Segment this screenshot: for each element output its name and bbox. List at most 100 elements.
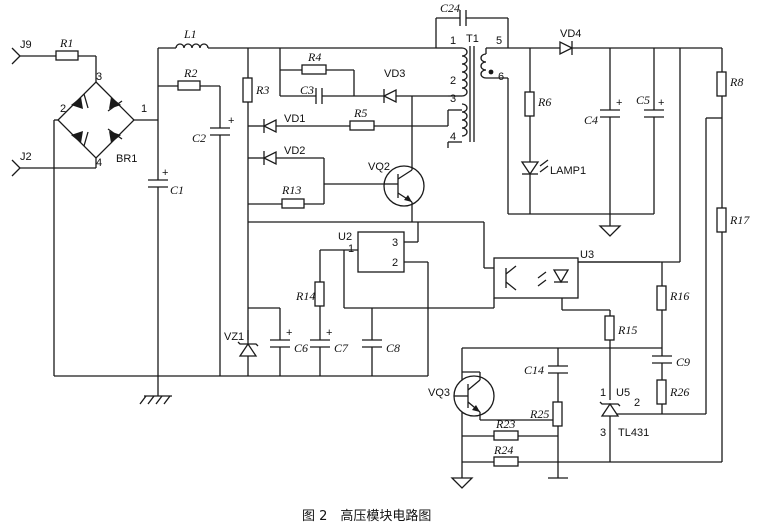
resistor-r16: R16: [656, 285, 689, 311]
resistor-r13: R13: [281, 183, 305, 209]
l1-label: L1: [183, 27, 197, 41]
vd2-label: VD2: [284, 145, 305, 157]
connector-j2: J2: [11, 151, 96, 177]
optocoupler-u3: U3: [493, 249, 594, 299]
u5-label: U5: [616, 387, 630, 399]
r16-label: R16: [669, 289, 689, 303]
capacitor-c1: + C1: [148, 167, 184, 197]
c9-label: C9: [676, 355, 690, 369]
diode-vd3: VD3: [382, 68, 405, 104]
br1-pin3: 3: [96, 71, 102, 83]
c6-label: C6: [294, 341, 308, 355]
r2-label: R2: [183, 66, 197, 80]
ic-u2: U2 1 3 2: [338, 231, 405, 273]
capacitor-c5: + C5: [636, 93, 664, 118]
secondary-ground-symbol: [598, 225, 622, 237]
u5-pin1: 1: [600, 387, 606, 399]
c8-label: C8: [386, 341, 400, 355]
c3-label: C3: [300, 83, 314, 97]
c1-label: C1: [170, 183, 184, 197]
resistor-r15: R15: [604, 315, 637, 341]
vd1-label: VD1: [284, 113, 305, 125]
r13-label: R13: [281, 183, 301, 197]
t1-label: T1: [466, 33, 479, 45]
u2-pin1: 1: [348, 243, 354, 255]
capacitor-c7: + C7: [310, 327, 349, 355]
resistor-r17: R17: [716, 207, 750, 233]
diode-vd1: VD1: [262, 113, 305, 134]
c4-label: C4: [584, 113, 598, 127]
capacitor-c6: + C6: [270, 327, 308, 355]
shunt-regulator-u5: U5 1 2 3 TL431: [599, 387, 649, 439]
transistor-vq3: VQ3: [428, 375, 495, 417]
transformer-t1: 1 T1 2 3 4 5 6: [448, 33, 504, 143]
resistor-r24: R24: [493, 443, 519, 467]
capacitor-c2: + C2: [192, 115, 234, 145]
t1-pin5: 5: [496, 35, 502, 47]
r23-label: R23: [495, 417, 515, 431]
capacitor-c24: C24: [440, 1, 467, 26]
resistor-r6: R6: [524, 91, 551, 117]
c5-label: C5: [636, 93, 650, 107]
inductor-l1: L1: [158, 27, 209, 49]
r8-label: R8: [729, 75, 743, 89]
led-lamp1: LAMP1: [520, 159, 586, 177]
resistor-r8: R8: [716, 71, 743, 97]
c14-label: C14: [524, 363, 544, 377]
r1-label: R1: [59, 36, 73, 50]
c6-plus: +: [286, 327, 292, 339]
r4-label: R4: [307, 50, 321, 64]
u2-pin2: 2: [392, 257, 398, 269]
diode-vd2: VD2: [262, 145, 305, 166]
capacitor-c3: C3: [300, 83, 323, 104]
c1-plus: +: [162, 167, 168, 179]
capacitor-c8: C8: [362, 339, 400, 355]
tl431-label: TL431: [618, 427, 649, 439]
capacitor-c9: C9: [652, 355, 690, 369]
j9-label: J9: [20, 39, 32, 51]
j2-label: J2: [20, 151, 32, 163]
u5-pin3: 3: [600, 427, 606, 439]
c24-label: C24: [440, 1, 460, 15]
br1-label: BR1: [116, 153, 137, 165]
r15-label: R15: [617, 323, 637, 337]
u3-label: U3: [580, 249, 594, 261]
br1-pin2: 2: [60, 103, 66, 115]
vq2-label: VQ2: [368, 161, 390, 173]
c5-plus: +: [658, 97, 664, 109]
feedback-ground-symbol: [450, 477, 474, 489]
c7-plus: +: [326, 327, 332, 339]
resistor-r3: R3: [242, 77, 269, 103]
vq3-label: VQ3: [428, 387, 450, 399]
c4-plus: +: [616, 97, 622, 109]
resistor-r26: R26: [656, 379, 689, 405]
r24-label: R24: [493, 443, 513, 457]
primary-ground-symbol: [139, 395, 172, 405]
br1-pin4: 4: [96, 157, 102, 169]
br1-pin1: 1: [141, 103, 147, 115]
r5-label: R5: [353, 106, 367, 120]
t1-pin6: 6: [498, 71, 504, 83]
zener-diode-vz1: VZ1: [224, 331, 259, 357]
vz1-label: VZ1: [224, 331, 244, 343]
r26-label: R26: [669, 385, 689, 399]
u5-pin2: 2: [634, 397, 640, 409]
r6-label: R6: [537, 95, 551, 109]
u2-pin3: 3: [392, 237, 398, 249]
c2-plus: +: [228, 115, 234, 127]
resistor-r23: R23: [493, 417, 519, 441]
t1-pin2: 2: [450, 75, 456, 87]
resistor-r2: R2: [177, 66, 201, 91]
r25-label: R25: [529, 407, 549, 421]
c2-label: C2: [192, 131, 206, 145]
r17-label: R17: [729, 213, 750, 227]
c7-label: C7: [334, 341, 349, 355]
connector-j9: J9: [11, 39, 56, 65]
resistor-r4: R4: [301, 50, 327, 75]
capacitor-c14: C14: [524, 363, 568, 377]
vd3-label: VD3: [384, 68, 405, 80]
r14-label: R14: [295, 289, 315, 303]
u2-label: U2: [338, 231, 352, 243]
